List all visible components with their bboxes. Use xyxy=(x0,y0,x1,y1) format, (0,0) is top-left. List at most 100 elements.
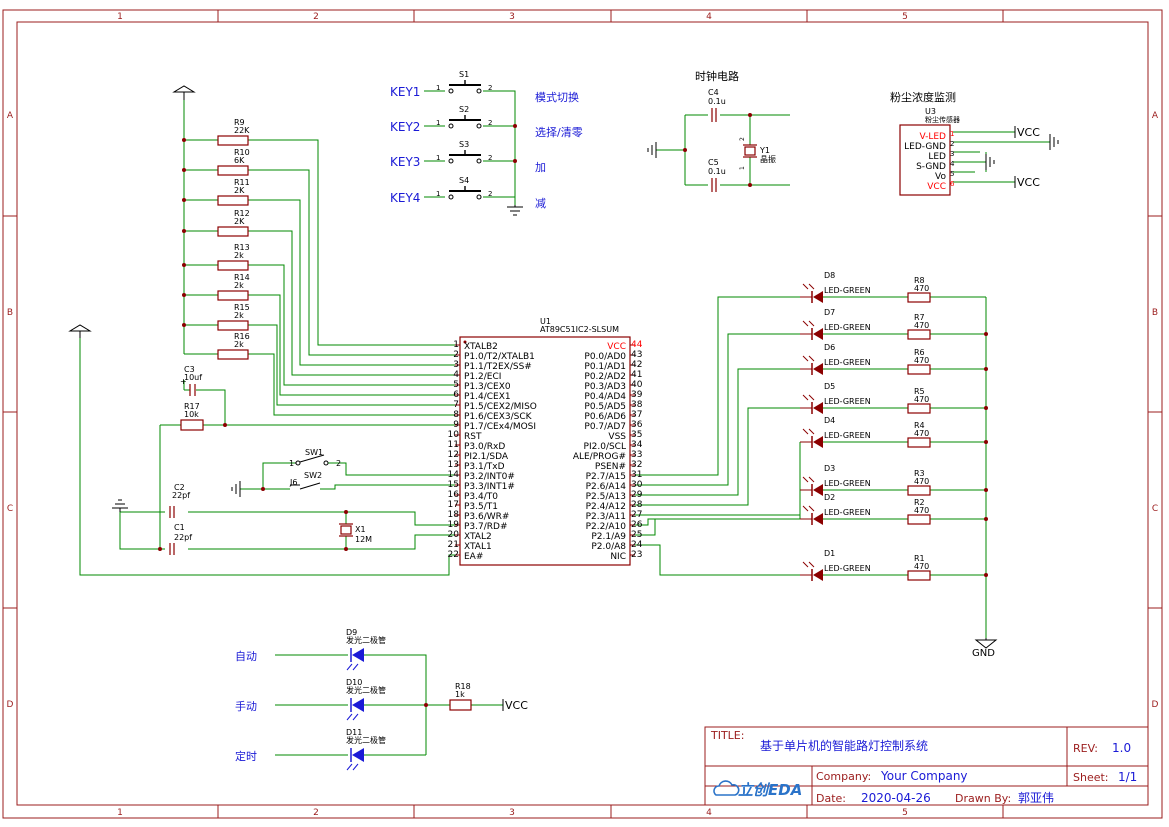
pin-number: 30 xyxy=(631,480,643,490)
crystal-value: 12M xyxy=(355,535,372,544)
sensor-pin-name: LED-GND xyxy=(904,142,946,152)
sensor-pin-number: 6 xyxy=(950,180,955,188)
frame-col-label: 3 xyxy=(509,808,515,818)
led-value: LED-GREEN xyxy=(824,564,871,573)
cap-value: 22pf xyxy=(174,533,192,542)
led-diode-icon xyxy=(813,328,823,340)
pin-name: P3.4/T0 xyxy=(464,492,498,502)
resistor-body xyxy=(907,570,931,581)
resistor-body xyxy=(217,226,249,237)
crystal-ref: Y1 xyxy=(759,146,770,155)
vcc-label: VCC xyxy=(505,699,528,712)
pin-number: 25 xyxy=(631,530,642,540)
pin-name: P2.2/A10 xyxy=(586,522,627,532)
led-ref: D8 xyxy=(824,271,835,280)
resistor-value: 2k xyxy=(234,340,244,349)
led-emission-icon xyxy=(802,476,809,483)
pin-name: P2.0/A8 xyxy=(591,542,626,552)
switch-ref: S1 xyxy=(459,70,469,79)
switch-contact xyxy=(448,123,454,129)
resistor-ref: R16 xyxy=(234,332,250,341)
switch-sw1: SW1 1 2 SW2 J6 xyxy=(289,448,341,490)
pin-number: 2 xyxy=(488,84,492,92)
resistor-value: 470 xyxy=(914,284,929,293)
pin-name: PSEN# xyxy=(595,462,626,472)
date-label: Date: xyxy=(816,792,846,805)
sensor-pin-name: V-LED xyxy=(919,132,946,142)
oscillator: C2 22pf C1 22pf X1 12M xyxy=(169,483,372,555)
pin-name: P2.5/A13 xyxy=(586,492,626,502)
resistor-ref: R5 xyxy=(914,387,925,396)
resistor-body xyxy=(217,165,249,176)
pin-name: P1.5/CEX2/MISO xyxy=(464,402,537,412)
sensor-pin-number: 1 xyxy=(950,130,954,138)
mode-label: 手动 xyxy=(235,699,257,713)
vcc-arrow-symbol xyxy=(172,85,196,100)
resistor-body xyxy=(217,349,249,360)
pin-number: 18 xyxy=(448,510,460,520)
led-value: LED-GREEN xyxy=(824,431,871,440)
sensor-body xyxy=(899,124,951,196)
mcu-ref: U1 xyxy=(540,317,551,326)
switch-contact xyxy=(476,88,482,94)
pin-number: 11 xyxy=(448,440,459,450)
pin-number: 17 xyxy=(448,500,459,510)
frame-row-label: B xyxy=(1152,308,1158,318)
led-value: LED-GREEN xyxy=(824,479,871,488)
pin-number: 7 xyxy=(453,400,459,410)
pin-name: P3.6/WR# xyxy=(464,512,509,522)
rev-value: 1.0 xyxy=(1112,741,1131,755)
clock-title: 时钟电路 xyxy=(695,69,739,83)
ground-symbol xyxy=(974,638,998,649)
frame-row-label: A xyxy=(1152,111,1159,121)
net-label: KEY4 xyxy=(390,191,420,205)
key-function-label: 选择/清零 xyxy=(535,125,583,139)
frame-row-label: C xyxy=(1152,504,1158,514)
pin-name: P0.4/AD4 xyxy=(584,392,626,402)
pin-name: P2.1/A9 xyxy=(591,532,626,542)
led-ref: D3 xyxy=(824,464,835,473)
resistor-body xyxy=(907,329,931,340)
resistor-value: 470 xyxy=(914,506,929,515)
frame-col-label: 2 xyxy=(313,12,319,22)
switch-label: J6 xyxy=(289,478,297,487)
resistor-body xyxy=(217,195,249,206)
resistor-ref: R6 xyxy=(914,348,925,357)
vcc-label: VCC xyxy=(1017,176,1040,189)
pin-name: NIC xyxy=(610,552,626,562)
sensor-pin-number: 5 xyxy=(950,170,954,178)
key-function-label: 加 xyxy=(535,161,546,174)
mode-label: 自动 xyxy=(235,650,257,663)
led-ref: D11 xyxy=(346,728,362,737)
led-emission-icon xyxy=(346,713,353,721)
net-label: KEY1 xyxy=(390,85,420,99)
led-ref: D4 xyxy=(824,416,835,425)
pin-name: P2.7/A15 xyxy=(586,472,626,482)
resistor-body xyxy=(907,485,931,496)
resistor-ref: R15 xyxy=(234,303,250,312)
crystal-pin-number: 1 xyxy=(739,166,746,170)
title-label: TITLE: xyxy=(710,729,744,742)
sensor-ref: U3 xyxy=(925,107,936,116)
pin-name: P1.6/CEX3/SCK xyxy=(464,412,533,422)
mcu-pin: 18 P3.6/WR# xyxy=(448,510,510,522)
led-ref: D6 xyxy=(824,343,835,352)
sensor-pin-name: Vo xyxy=(935,172,946,182)
